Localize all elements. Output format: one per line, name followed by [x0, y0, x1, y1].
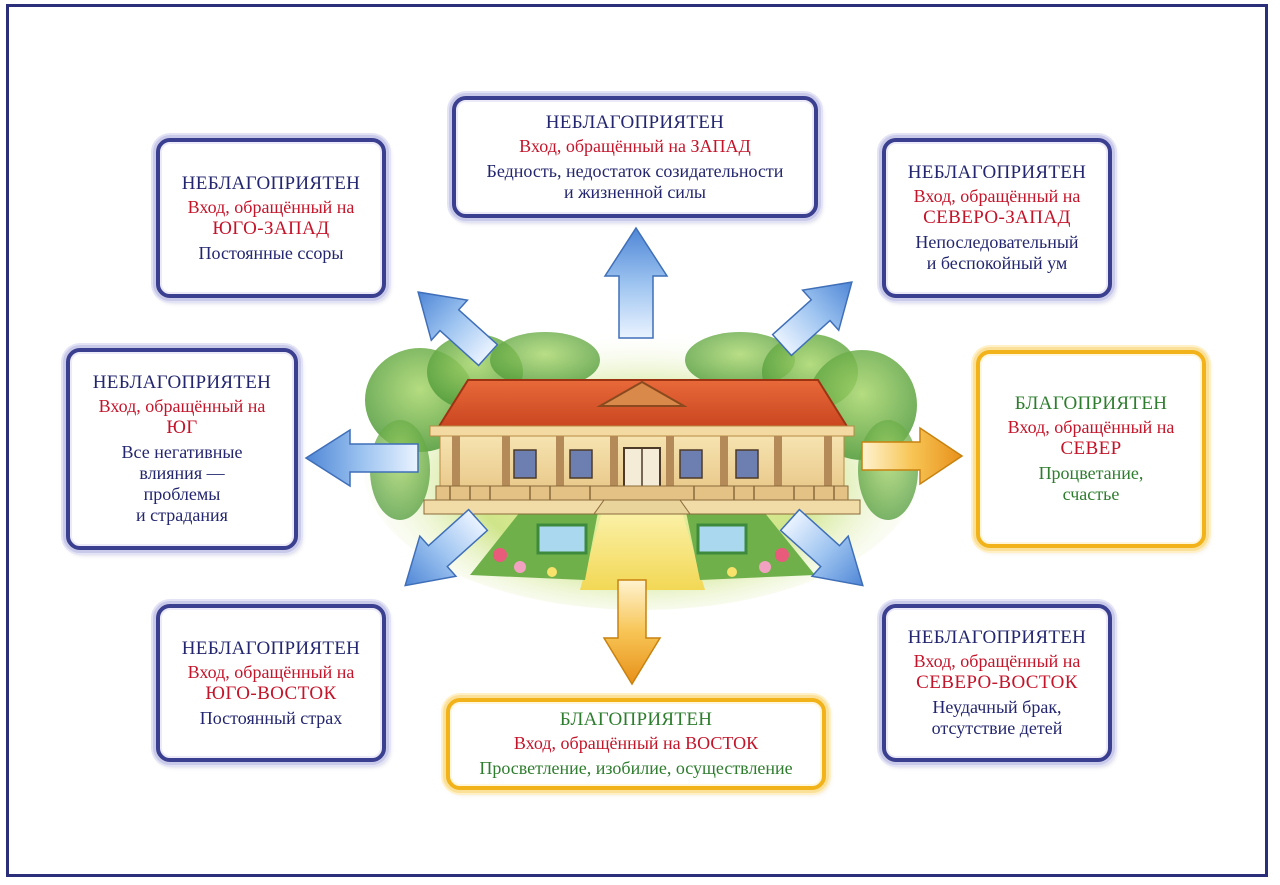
effect-text: и беспокойный ум [926, 253, 1068, 273]
box-southwest-entrance: НЕБЛАГОПРИЯТЕН Вход, обращённый на ЮГО-З… [156, 138, 386, 298]
effect-text: проблемы [143, 484, 221, 504]
box-northwest-entrance: НЕБЛАГОПРИЯТЕН Вход, обращённый на СЕВЕР… [882, 138, 1112, 298]
entrance-label: Вход, обращённый на [187, 661, 355, 682]
box-south-entrance: НЕБЛАГОПРИЯТЕН Вход, обращённый на ЮГ Вс… [66, 348, 298, 550]
arrow-east [602, 579, 662, 686]
arrow-southwest [417, 291, 499, 367]
entrance-label: Вход, обращённый на [187, 196, 355, 217]
effect-text: счастье [1062, 484, 1120, 504]
effect-text: влияния — [139, 463, 225, 483]
effect-text: Неудачный брак, [932, 697, 1062, 717]
status-label: НЕБЛАГОПРИЯТЕН [181, 172, 361, 194]
entrance-label: Вход, обращённый на [1007, 417, 1175, 437]
direction-label: СЕВЕРО-ВОСТОК [916, 672, 1078, 693]
box-east-entrance: БЛАГОПРИЯТЕН Вход, обращённый на ВОСТОК … [446, 698, 826, 790]
arrow-north [861, 426, 964, 486]
entrance-label: Вход, обращённый на [913, 651, 1081, 671]
effect-text: Просветление, изобилие, осуществление [479, 758, 793, 778]
entrance-label: Вход, обращённый на ЗАПАД [519, 135, 751, 156]
box-southeast-entrance: НЕБЛАГОПРИЯТЕН Вход, обращённый на ЮГО-В… [156, 604, 386, 762]
direction-label: ЮГ [166, 417, 198, 438]
arrow-southeast [404, 508, 489, 587]
direction-label: СЕВЕР [1060, 438, 1122, 459]
effect-text: Постоянные ссоры [198, 242, 344, 263]
effect-text: Непоследовательный [915, 232, 1079, 252]
status-label: НЕБЛАГОПРИЯТЕН [907, 627, 1087, 648]
status-label: НЕБЛАГОПРИЯТЕН [92, 372, 272, 393]
arrow-northwest [771, 281, 853, 357]
box-northeast-entrance: НЕБЛАГОПРИЯТЕН Вход, обращённый на СЕВЕР… [882, 604, 1112, 762]
direction-label: ЮГО-ЗАПАД [212, 217, 330, 239]
box-north-entrance: БЛАГОПРИЯТЕН Вход, обращённый на СЕВЕР П… [976, 350, 1206, 548]
direction-label: СЕВЕРО-ЗАПАД [923, 207, 1071, 228]
box-west-entrance: НЕБЛАГОПРИЯТЕН Вход, обращённый на ЗАПАД… [452, 96, 818, 218]
status-label: БЛАГОПРИЯТЕН [1014, 393, 1168, 414]
effect-text: отсутствие детей [931, 718, 1063, 738]
arrow-south [304, 428, 419, 488]
effect-text: и жизненной силы [563, 181, 707, 202]
effect-text: Все негативные [121, 442, 243, 462]
status-label: НЕБЛАГОПРИЯТЕН [545, 111, 725, 133]
front-garden [470, 512, 815, 590]
status-label: НЕБЛАГОПРИЯТЕН [907, 162, 1087, 183]
arrow-northeast [779, 508, 864, 587]
effect-text: Постоянный страх [199, 707, 343, 728]
effect-text: и страдания [136, 505, 228, 525]
entrance-label: Вход, обращённый на [98, 396, 266, 416]
entrance-label: Вход, обращённый на [913, 186, 1081, 206]
entrance-label: Вход, обращённый на ВОСТОК [513, 733, 759, 753]
house-illustration [423, 379, 861, 515]
direction-label: ЮГО-ВОСТОК [205, 682, 337, 704]
arrow-west [603, 226, 669, 339]
status-label: НЕБЛАГОПРИЯТЕН [181, 637, 361, 659]
effect-text: Процветание, [1038, 463, 1144, 483]
status-label: БЛАГОПРИЯТЕН [559, 709, 713, 730]
effect-text: Бедность, недостаток созидательности [486, 160, 784, 181]
